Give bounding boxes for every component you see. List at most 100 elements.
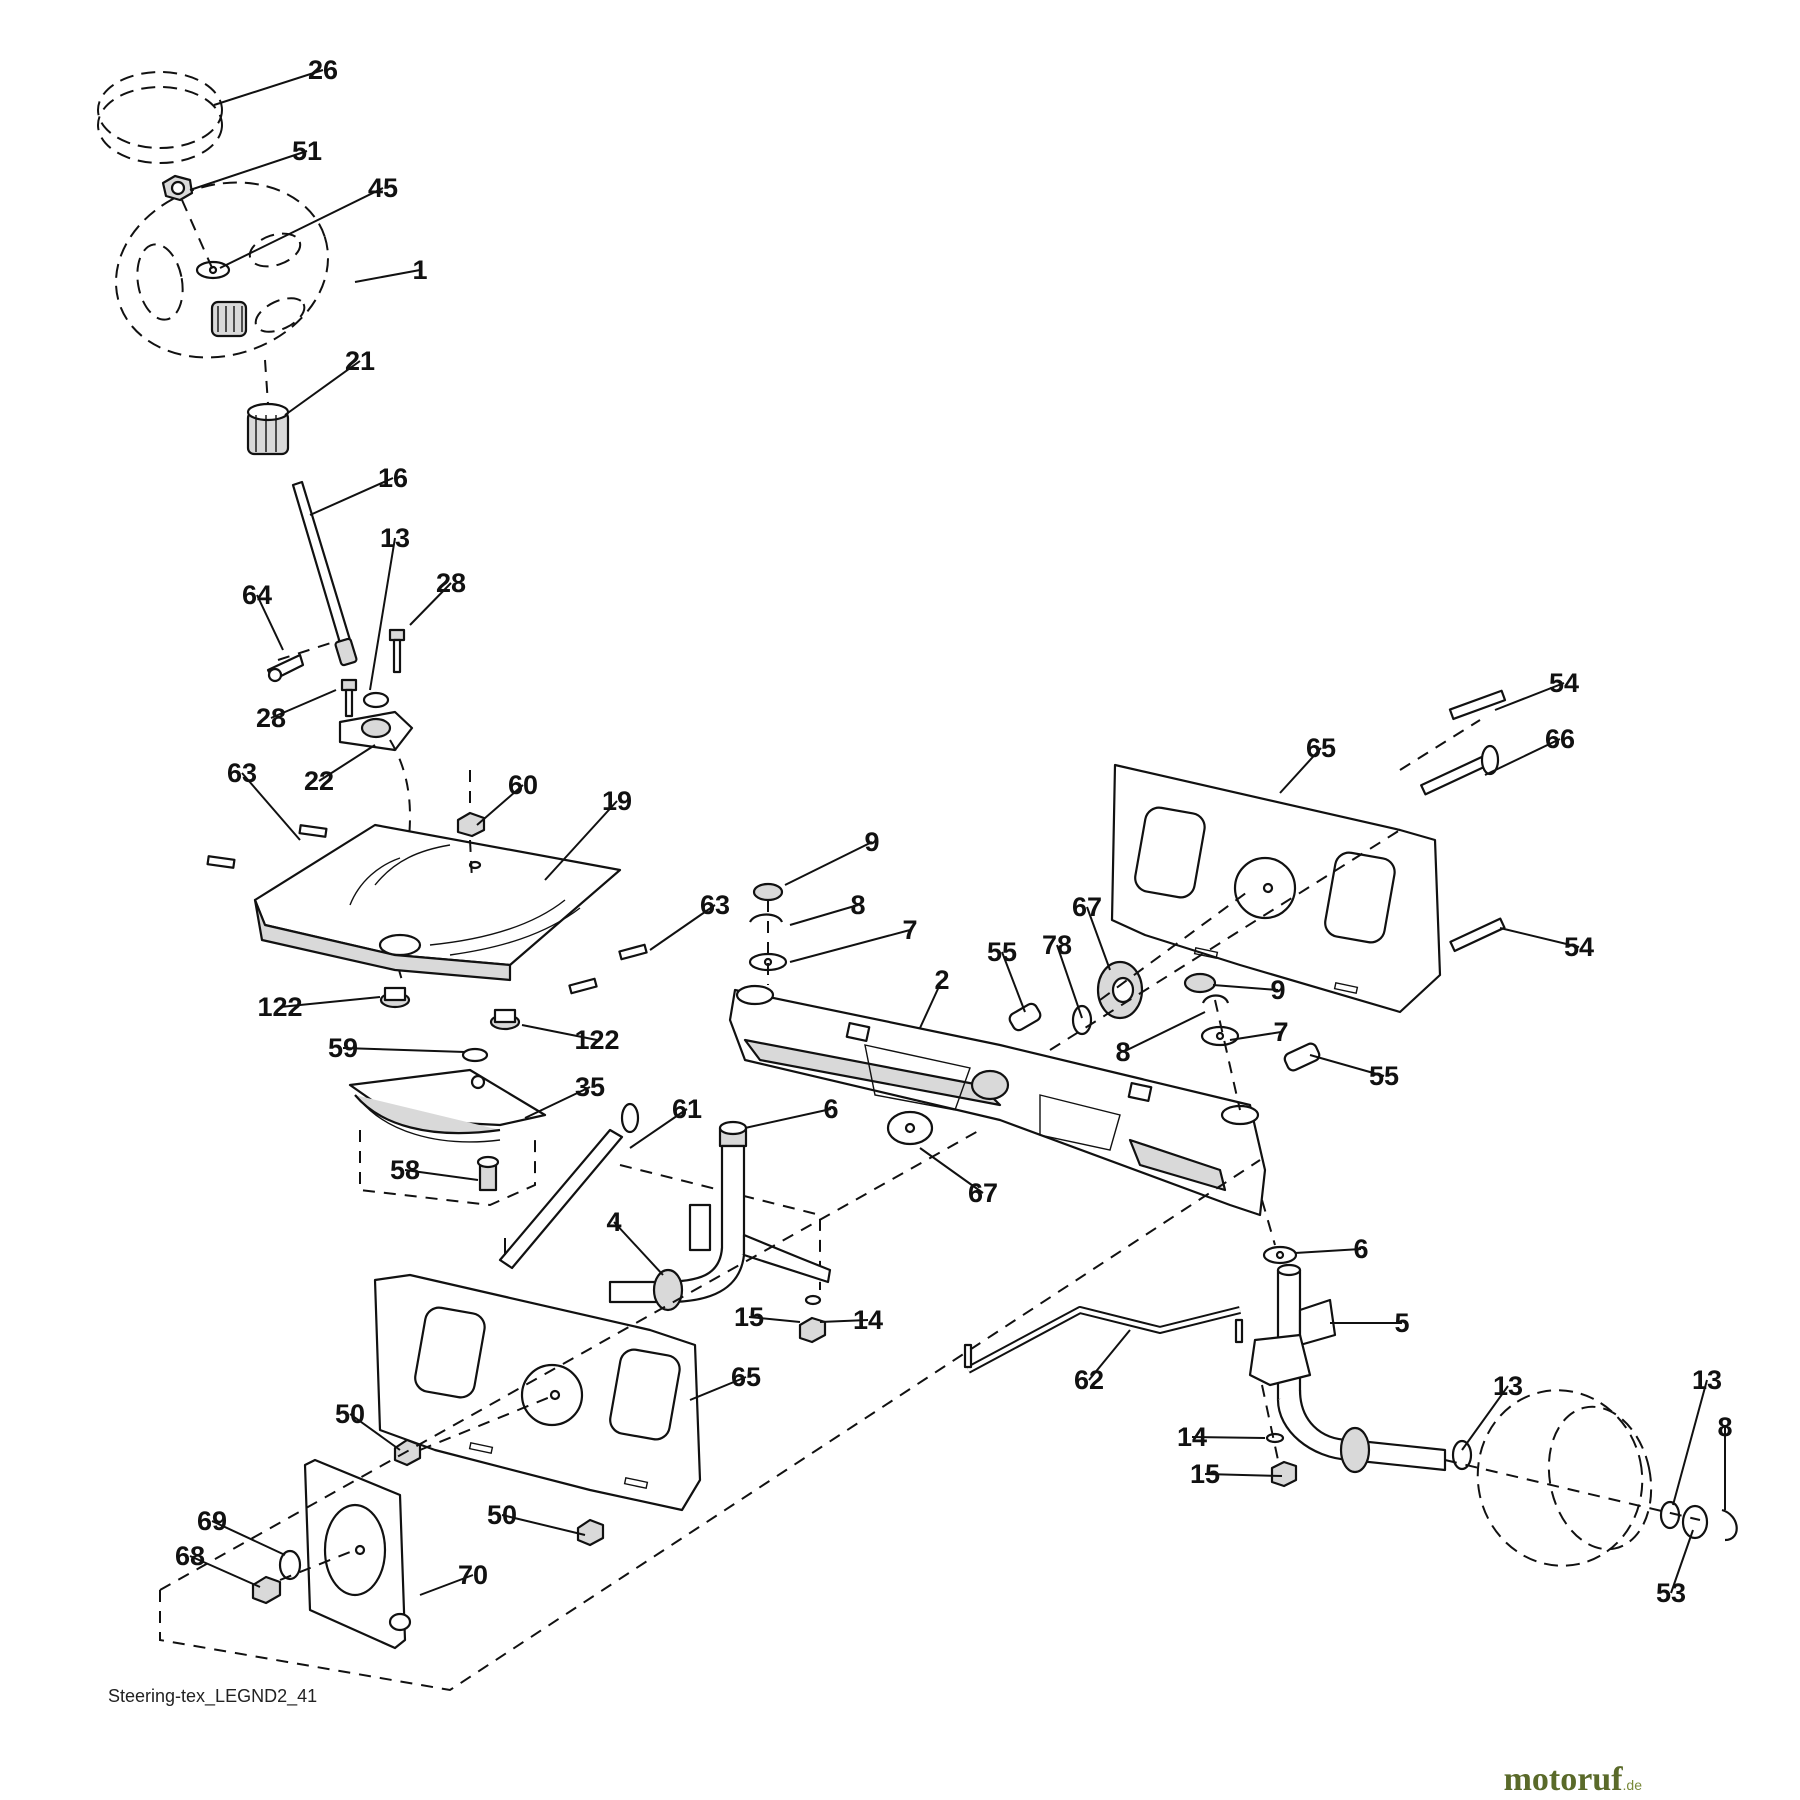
leader-line-9 xyxy=(1212,984,1279,991)
part-number-68: 68 xyxy=(175,1541,205,1571)
leader-line-15 xyxy=(748,1316,801,1323)
shaft-bracket-bolt-64 xyxy=(266,653,305,683)
part-number-14: 14 xyxy=(853,1305,883,1335)
part-number-13: 13 xyxy=(1692,1365,1722,1395)
part-number-62: 62 xyxy=(1074,1365,1104,1395)
bolts-54-66 xyxy=(1420,689,1507,953)
nut-60 xyxy=(456,811,486,838)
part-number-61: 61 xyxy=(672,1094,702,1124)
leader-line-54 xyxy=(1494,682,1565,711)
leader-line-22 xyxy=(318,744,376,782)
cap-9-right xyxy=(1183,972,1217,994)
sector-gear xyxy=(348,1068,547,1143)
bushing-67-top xyxy=(1096,960,1144,1020)
leader-line-53 xyxy=(1670,1529,1694,1594)
leader-line-122 xyxy=(521,1024,598,1041)
part-number-8: 8 xyxy=(1717,1412,1732,1442)
axle-bracket xyxy=(303,1458,412,1650)
bushing-55-left xyxy=(1008,1002,1042,1032)
part-number-54: 54 xyxy=(1549,668,1579,698)
leader-line-26 xyxy=(213,69,324,106)
part-number-67: 67 xyxy=(1072,892,1102,922)
steering-washer xyxy=(195,260,231,280)
bolt-28b xyxy=(340,678,358,718)
part-number-67: 67 xyxy=(968,1178,998,1208)
leader-line-9 xyxy=(784,841,873,886)
part-number-13: 13 xyxy=(1493,1371,1523,1401)
part-number-2: 2 xyxy=(934,965,949,995)
leader-line-58 xyxy=(404,1169,479,1181)
part-number-1: 1 xyxy=(412,255,427,285)
part-number-9: 9 xyxy=(864,827,879,857)
part-number-14: 14 xyxy=(1177,1422,1207,1452)
part-number-55: 55 xyxy=(987,937,1017,967)
part-number-26: 26 xyxy=(308,55,338,85)
leader-line-45 xyxy=(219,187,384,269)
part-number-51: 51 xyxy=(292,136,322,166)
leader-line-50 xyxy=(501,1514,586,1536)
washer-7-right xyxy=(1200,1025,1240,1047)
leader-line-14 xyxy=(819,1319,869,1323)
spindle-right xyxy=(1248,1263,1447,1474)
spacer-122a xyxy=(379,986,411,1009)
part-number-64: 64 xyxy=(242,580,272,610)
leader-lines xyxy=(189,69,1726,1596)
spindle-left xyxy=(608,1120,832,1312)
part-number-28: 28 xyxy=(436,568,466,598)
leader-line-13 xyxy=(1461,1385,1509,1451)
leader-line-7 xyxy=(789,929,911,963)
leader-line-55 xyxy=(1001,951,1026,1013)
leader-line-13 xyxy=(1672,1379,1708,1506)
part-number-59: 59 xyxy=(328,1033,358,1063)
part-number-4: 4 xyxy=(606,1207,621,1237)
part-number-45: 45 xyxy=(368,173,398,203)
steering-wheel-cap xyxy=(97,71,223,164)
frame-plate-right xyxy=(1110,763,1442,1014)
part-number-65: 65 xyxy=(1306,733,1336,763)
tie-rod xyxy=(963,1306,1244,1374)
leader-line-28 xyxy=(409,582,452,626)
nut-14-15-right xyxy=(1265,1432,1298,1488)
part-number-5: 5 xyxy=(1394,1308,1409,1338)
leader-line-68 xyxy=(189,1555,261,1588)
part-number-55: 55 xyxy=(1369,1061,1399,1091)
part-number-70: 70 xyxy=(458,1560,488,1590)
part-number-28: 28 xyxy=(256,703,286,733)
part-number-15: 15 xyxy=(1190,1459,1220,1489)
leader-line-21 xyxy=(284,360,361,416)
part-number-22: 22 xyxy=(304,766,334,796)
leader-line-51 xyxy=(189,150,308,191)
leader-line-78 xyxy=(1056,944,1083,1019)
part-number-65: 65 xyxy=(731,1362,761,1392)
part-number-63: 63 xyxy=(227,758,257,788)
part-number-7: 7 xyxy=(902,915,917,945)
steering-plate xyxy=(253,823,622,982)
leader-line-62 xyxy=(1088,1329,1131,1381)
drag-link-61 xyxy=(498,1102,640,1270)
washer-6-right xyxy=(1262,1245,1298,1265)
diagram-caption: Steering-tex_LEGND2_41 xyxy=(108,1686,317,1707)
cap-9-left xyxy=(752,882,784,902)
leader-line-13 xyxy=(369,537,396,691)
part-number-8: 8 xyxy=(1115,1037,1130,1067)
plate-bolts-63 xyxy=(206,824,648,995)
leader-line-66 xyxy=(1484,738,1561,776)
leader-line-59 xyxy=(342,1047,466,1053)
leader-line-65 xyxy=(1279,747,1322,794)
bushing-67-bottom xyxy=(886,1110,934,1146)
leader-line-55 xyxy=(1309,1054,1385,1077)
part-number-9: 9 xyxy=(1270,975,1285,1005)
leader-line-4 xyxy=(613,1221,664,1276)
front-wheel xyxy=(1476,1389,1653,1567)
leader-line-6 xyxy=(744,1108,832,1129)
steering-nut xyxy=(161,174,194,202)
part-number-13: 13 xyxy=(380,523,410,553)
part-number-63: 63 xyxy=(700,890,730,920)
leader-line-60 xyxy=(476,784,524,826)
part-number-69: 69 xyxy=(197,1506,227,1536)
leader-line-67 xyxy=(1086,906,1111,971)
leader-line-1 xyxy=(354,269,421,283)
steering-shaft xyxy=(291,480,358,667)
